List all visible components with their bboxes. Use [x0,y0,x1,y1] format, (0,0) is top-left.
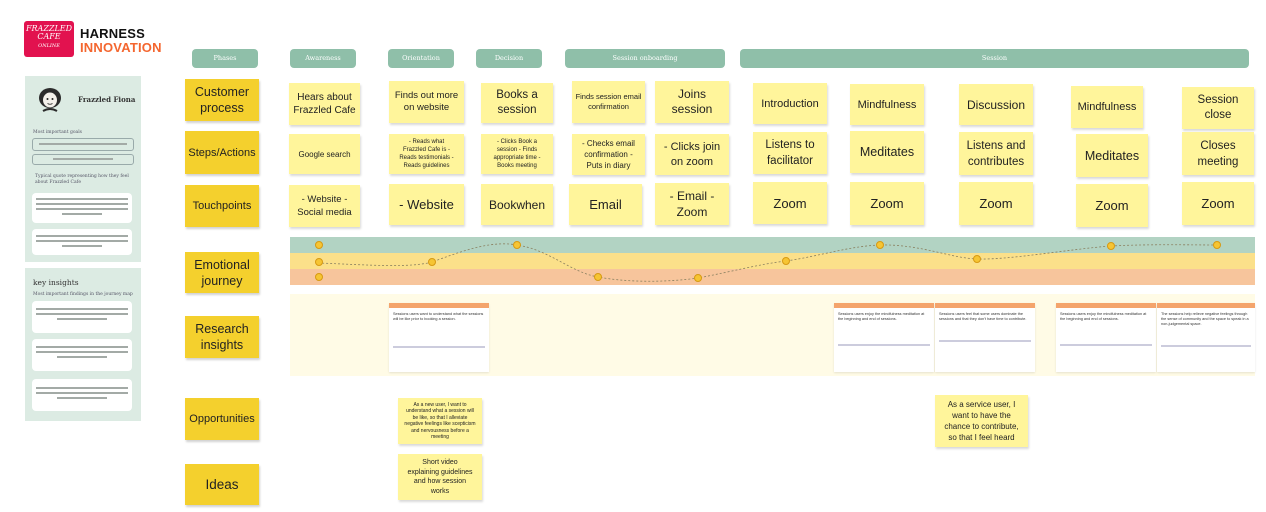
touch-zoom-4: Zoom [1076,184,1148,227]
insight-card: Sessions users feel that some users domi… [935,303,1035,372]
goal-box-2 [32,154,134,165]
emotion-band-neutral [290,253,1255,269]
insight-card-2 [32,339,132,371]
process-discussion: Discussion [959,84,1033,125]
touch-email-zoom: - Email - Zoom [655,183,729,225]
insight-card-1 [32,301,132,333]
emotion-band-negative [290,269,1255,285]
step-meditates-2: Meditates [1076,134,1148,177]
insight-card: The sessions help relieve negative feeli… [1157,303,1255,372]
emotion-point-icon [428,258,436,266]
step-listens-contributes: Listens and contributes [959,132,1033,175]
opportunity-new-user: As a new user, I want to understand what… [398,398,482,444]
process-session-close: Session close [1182,87,1254,129]
process-introduction: Introduction [753,83,827,124]
emotion-point-icon [1213,241,1221,249]
key-insights-subtitle: Most important findings in the journey m… [33,292,133,297]
brand-line2: INNOVATION [80,40,162,55]
persona-feeling-label: Typical quote representing how they feel… [35,174,129,185]
insight-card-3 [32,379,132,411]
process-hears-about: Hears about Frazzled Cafe [289,83,360,125]
row-label-ideas: Ideas [185,464,259,505]
insight-text: Sessions users feel that some users domi… [939,312,1027,321]
process-finds-out-more: Finds out more on website [389,81,464,123]
touch-bookwhen: Bookwhen [481,184,553,225]
persona-goals-label: Most important goals [33,130,82,135]
persona-avatar [35,86,65,114]
sad-face-icon [315,273,323,281]
insight-card: Sessions users want to understand what t… [389,303,489,372]
insight-text: The sessions help relieve negative feeli… [1161,312,1249,326]
idea-short-video: Short video explaining guidelines and ho… [398,454,482,500]
quote-card-2 [32,229,132,255]
phase-session: Session [740,49,1249,68]
emotion-band-positive [290,237,1255,253]
process-books-session: Books a session [481,83,553,123]
insight-card: Sessions users enjoy the mindfulness med… [1056,303,1156,372]
emotion-point-icon [973,255,981,263]
insight-card: Sessions users enjoy the mindfulness med… [834,303,934,372]
brand-line1: HARNESS [80,26,145,41]
phase-decision: Decision [476,49,542,68]
happy-face-icon [315,241,323,249]
key-insights-title: key insights [33,278,79,287]
process-joins-session: Joins session [655,81,729,123]
phase-session-onboarding: Session onboarding [565,49,725,68]
step-check-email: - Checks email confirmation - Puts in di… [572,134,645,175]
row-label-opportunities: Opportunities [185,398,259,440]
emotion-point-icon [1107,242,1115,250]
insight-text: Sessions users want to understand what t… [393,312,484,321]
step-google-search: Google search [289,134,360,174]
row-label-emotional-journey: Emotional journey [185,252,259,293]
key-insights-panel: key insights Most important findings in … [25,268,141,421]
emotion-point-icon [782,257,790,265]
touch-website-social: - Website - Social media [289,185,360,227]
neutral-face-icon [315,258,323,266]
touch-website: - Website [389,184,464,225]
touch-email: Email [569,184,642,225]
process-mindfulness-1: Mindfulness [850,84,924,125]
step-closes-meeting: Closes meeting [1182,132,1254,175]
emotion-point-icon [594,273,602,281]
step-book-session: - Clicks Book a session - Finds appropri… [481,134,553,174]
touch-zoom-1: Zoom [753,182,827,224]
phase-phases: Phases [192,49,258,68]
touch-zoom-3: Zoom [959,182,1033,225]
row-label-steps: Steps/Actions [185,131,259,174]
insight-text: Sessions users enjoy the mindfulness med… [838,312,925,321]
row-label-customer-process: Customer process [185,79,259,121]
phase-orientation: Orientation [388,49,454,68]
process-finds-email: Finds session email confirmation [572,81,645,123]
step-listens-facilitator: Listens to facilitator [753,132,827,174]
opportunity-service-user: As a service user, I want to have the ch… [935,395,1028,447]
emotion-point-icon [876,241,884,249]
process-mindfulness-2: Mindfulness [1071,86,1143,128]
step-meditates-1: Meditates [850,131,924,173]
goal-box-1 [32,138,134,151]
step-reads-website: - Reads what Frazzled Cafe is - Reads te… [389,134,464,174]
emotion-point-icon [513,241,521,249]
persona-panel: Frazzled Fiona Most important goals Typi… [25,76,141,262]
quote-card-1 [32,193,132,223]
emotion-point-icon [694,274,702,282]
touch-zoom-2: Zoom [850,182,924,225]
insight-text: Sessions users enjoy the mindfulness med… [1060,312,1147,321]
persona-name: Frazzled Fiona [78,95,136,104]
phase-awareness: Awareness [290,49,356,68]
row-label-research-insights: Research insights [185,316,259,358]
step-join-zoom: - Clicks join on zoom [655,134,729,175]
touch-zoom-5: Zoom [1182,182,1254,225]
row-label-touchpoints: Touchpoints [185,185,259,227]
